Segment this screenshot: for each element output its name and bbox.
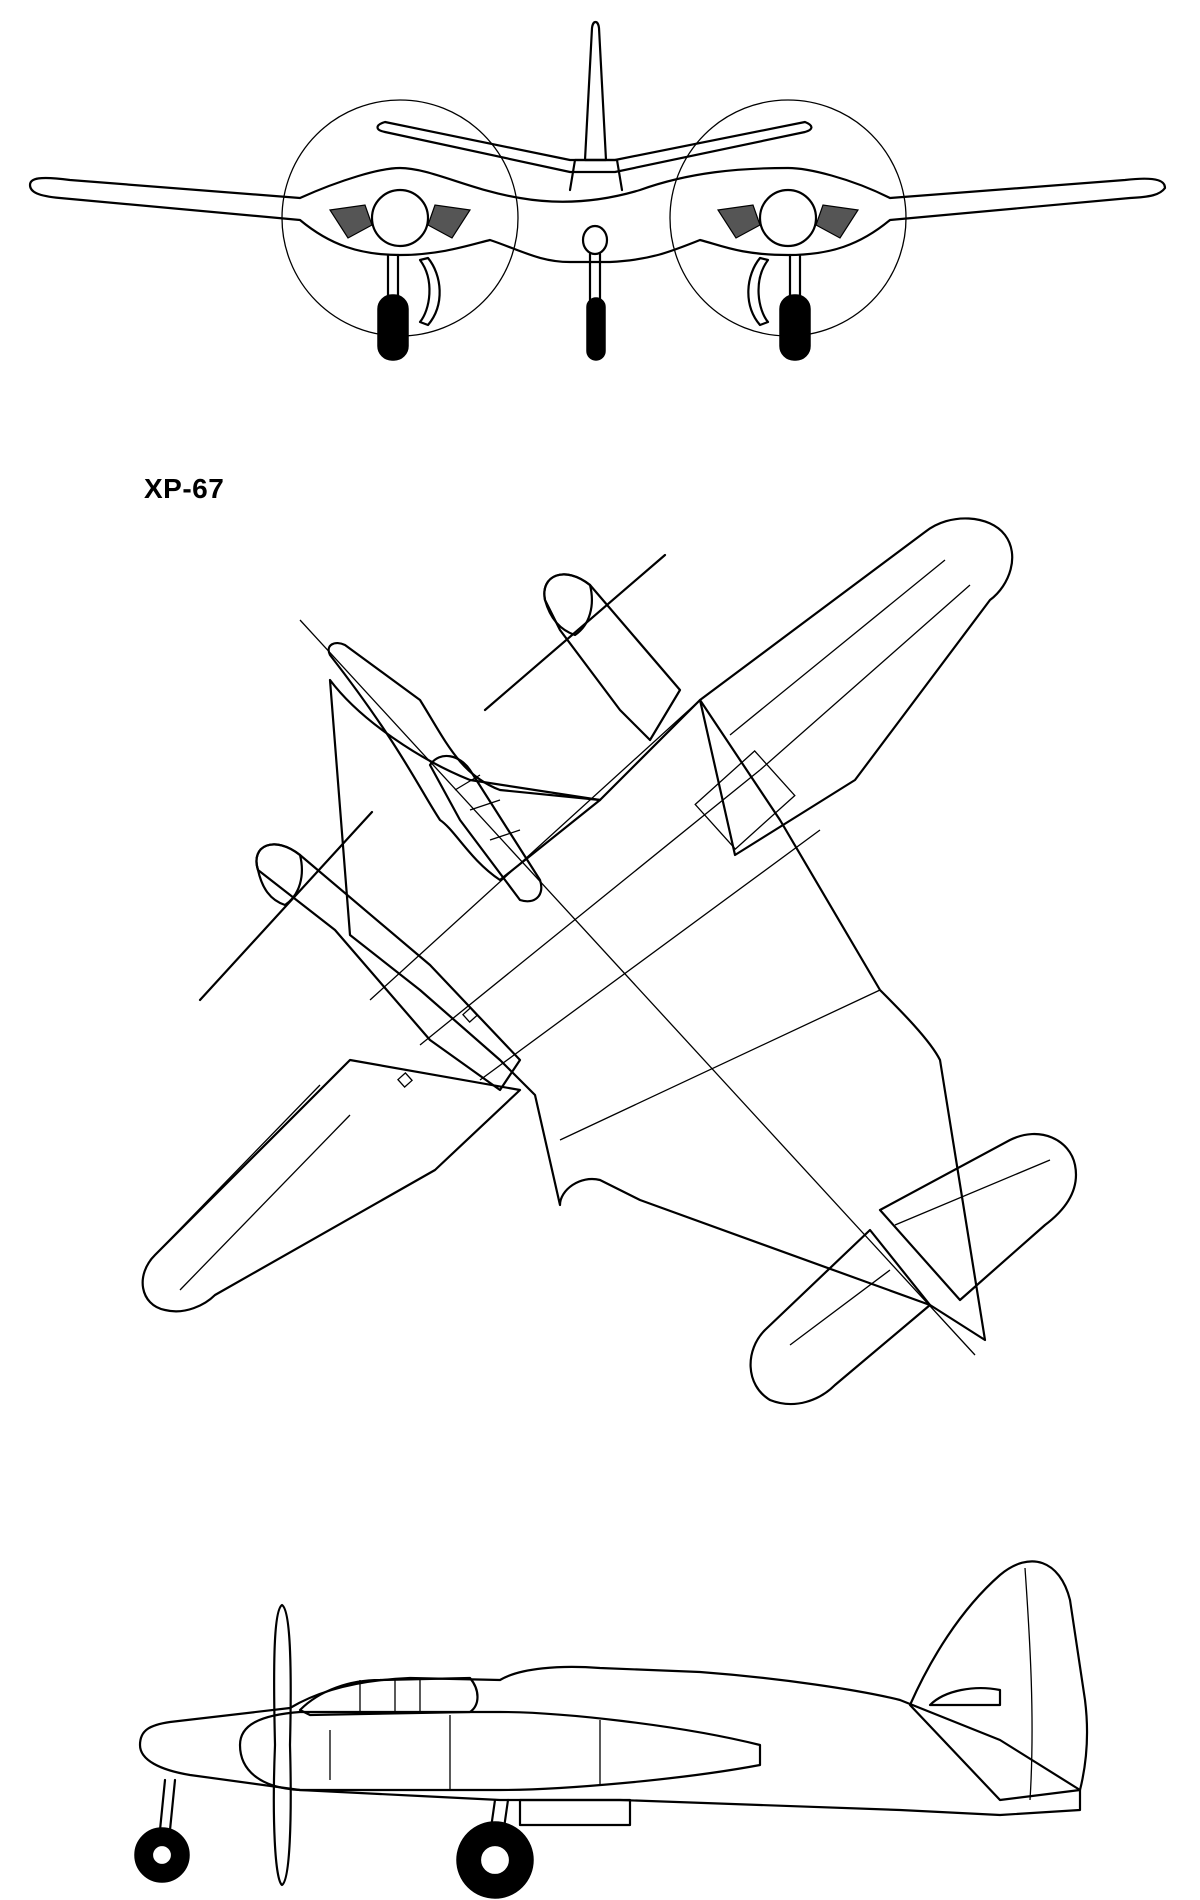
top-panel-lines: [369, 699, 881, 1141]
front-wing-outline: [28, 166, 1167, 264]
right-intake-right: [815, 204, 860, 239]
side-gear-door: [518, 1798, 632, 1827]
side-nacelle: [238, 1710, 762, 1792]
side-canopy: [298, 1676, 479, 1717]
top-fuselage: [328, 678, 987, 1342]
left-gear-door: [418, 256, 441, 327]
top-left-wing: [141, 1058, 522, 1313]
front-tailplane: [376, 120, 813, 174]
top-right-spinner: [543, 573, 593, 637]
right-spinner: [758, 188, 818, 248]
top-left-fairing: [327, 641, 602, 882]
right-gear-door: [747, 256, 770, 327]
side-main-hub: [478, 1843, 512, 1877]
top-left-tailplane: [749, 1228, 932, 1405]
top-left-nacelle: [255, 843, 522, 1092]
top-view: [141, 517, 1078, 1405]
top-canopy: [428, 754, 543, 903]
front-vertical-fin: [583, 20, 608, 162]
top-left-spinner: [255, 843, 303, 907]
top-right-wing-flap-line: [729, 559, 971, 771]
top-right-wing: [698, 517, 1014, 857]
front-nose-leg: [588, 252, 602, 302]
side-nose-gear-leg: [158, 1778, 177, 1832]
left-main-leg: [386, 253, 400, 302]
side-nacelle-panel: [329, 1715, 601, 1790]
side-view: [134, 1560, 1089, 1899]
top-right-propeller: [483, 553, 667, 712]
top-left-propeller: [198, 810, 374, 1002]
left-intake-left: [328, 204, 373, 239]
aircraft-designation: XP-67: [144, 473, 225, 504]
right-main-wheel: [779, 294, 811, 361]
right-main-leg: [788, 253, 802, 302]
side-canopy-frames: [359, 1679, 421, 1712]
side-vertical-fin: [908, 1560, 1089, 1802]
right-intake-left: [716, 204, 761, 239]
top-centreline: [299, 619, 976, 1356]
front-nose-strut: [581, 224, 609, 256]
top-detail-1: [462, 1007, 478, 1023]
side-fuselage: [138, 1665, 1082, 1817]
front-nose-wheel: [586, 297, 606, 361]
front-canopy: [568, 158, 624, 192]
front-view: [28, 20, 1167, 361]
top-detail-2: [397, 1072, 413, 1088]
side-nose-hub: [150, 1843, 174, 1867]
top-left-wing-flap-line: [149, 1084, 351, 1291]
top-tailplane-hinge-lines: [789, 1159, 1051, 1346]
side-propeller: [272, 1603, 292, 1887]
top-right-tailplane: [878, 1132, 1078, 1302]
left-spinner: [370, 188, 430, 248]
top-canopy-frames: [454, 774, 521, 841]
side-tail-fairing: [928, 1687, 1002, 1707]
side-rudder-line: [1024, 1567, 1033, 1801]
top-detail-3: [694, 750, 796, 850]
left-intake-right: [427, 204, 472, 239]
left-main-wheel: [377, 294, 409, 361]
